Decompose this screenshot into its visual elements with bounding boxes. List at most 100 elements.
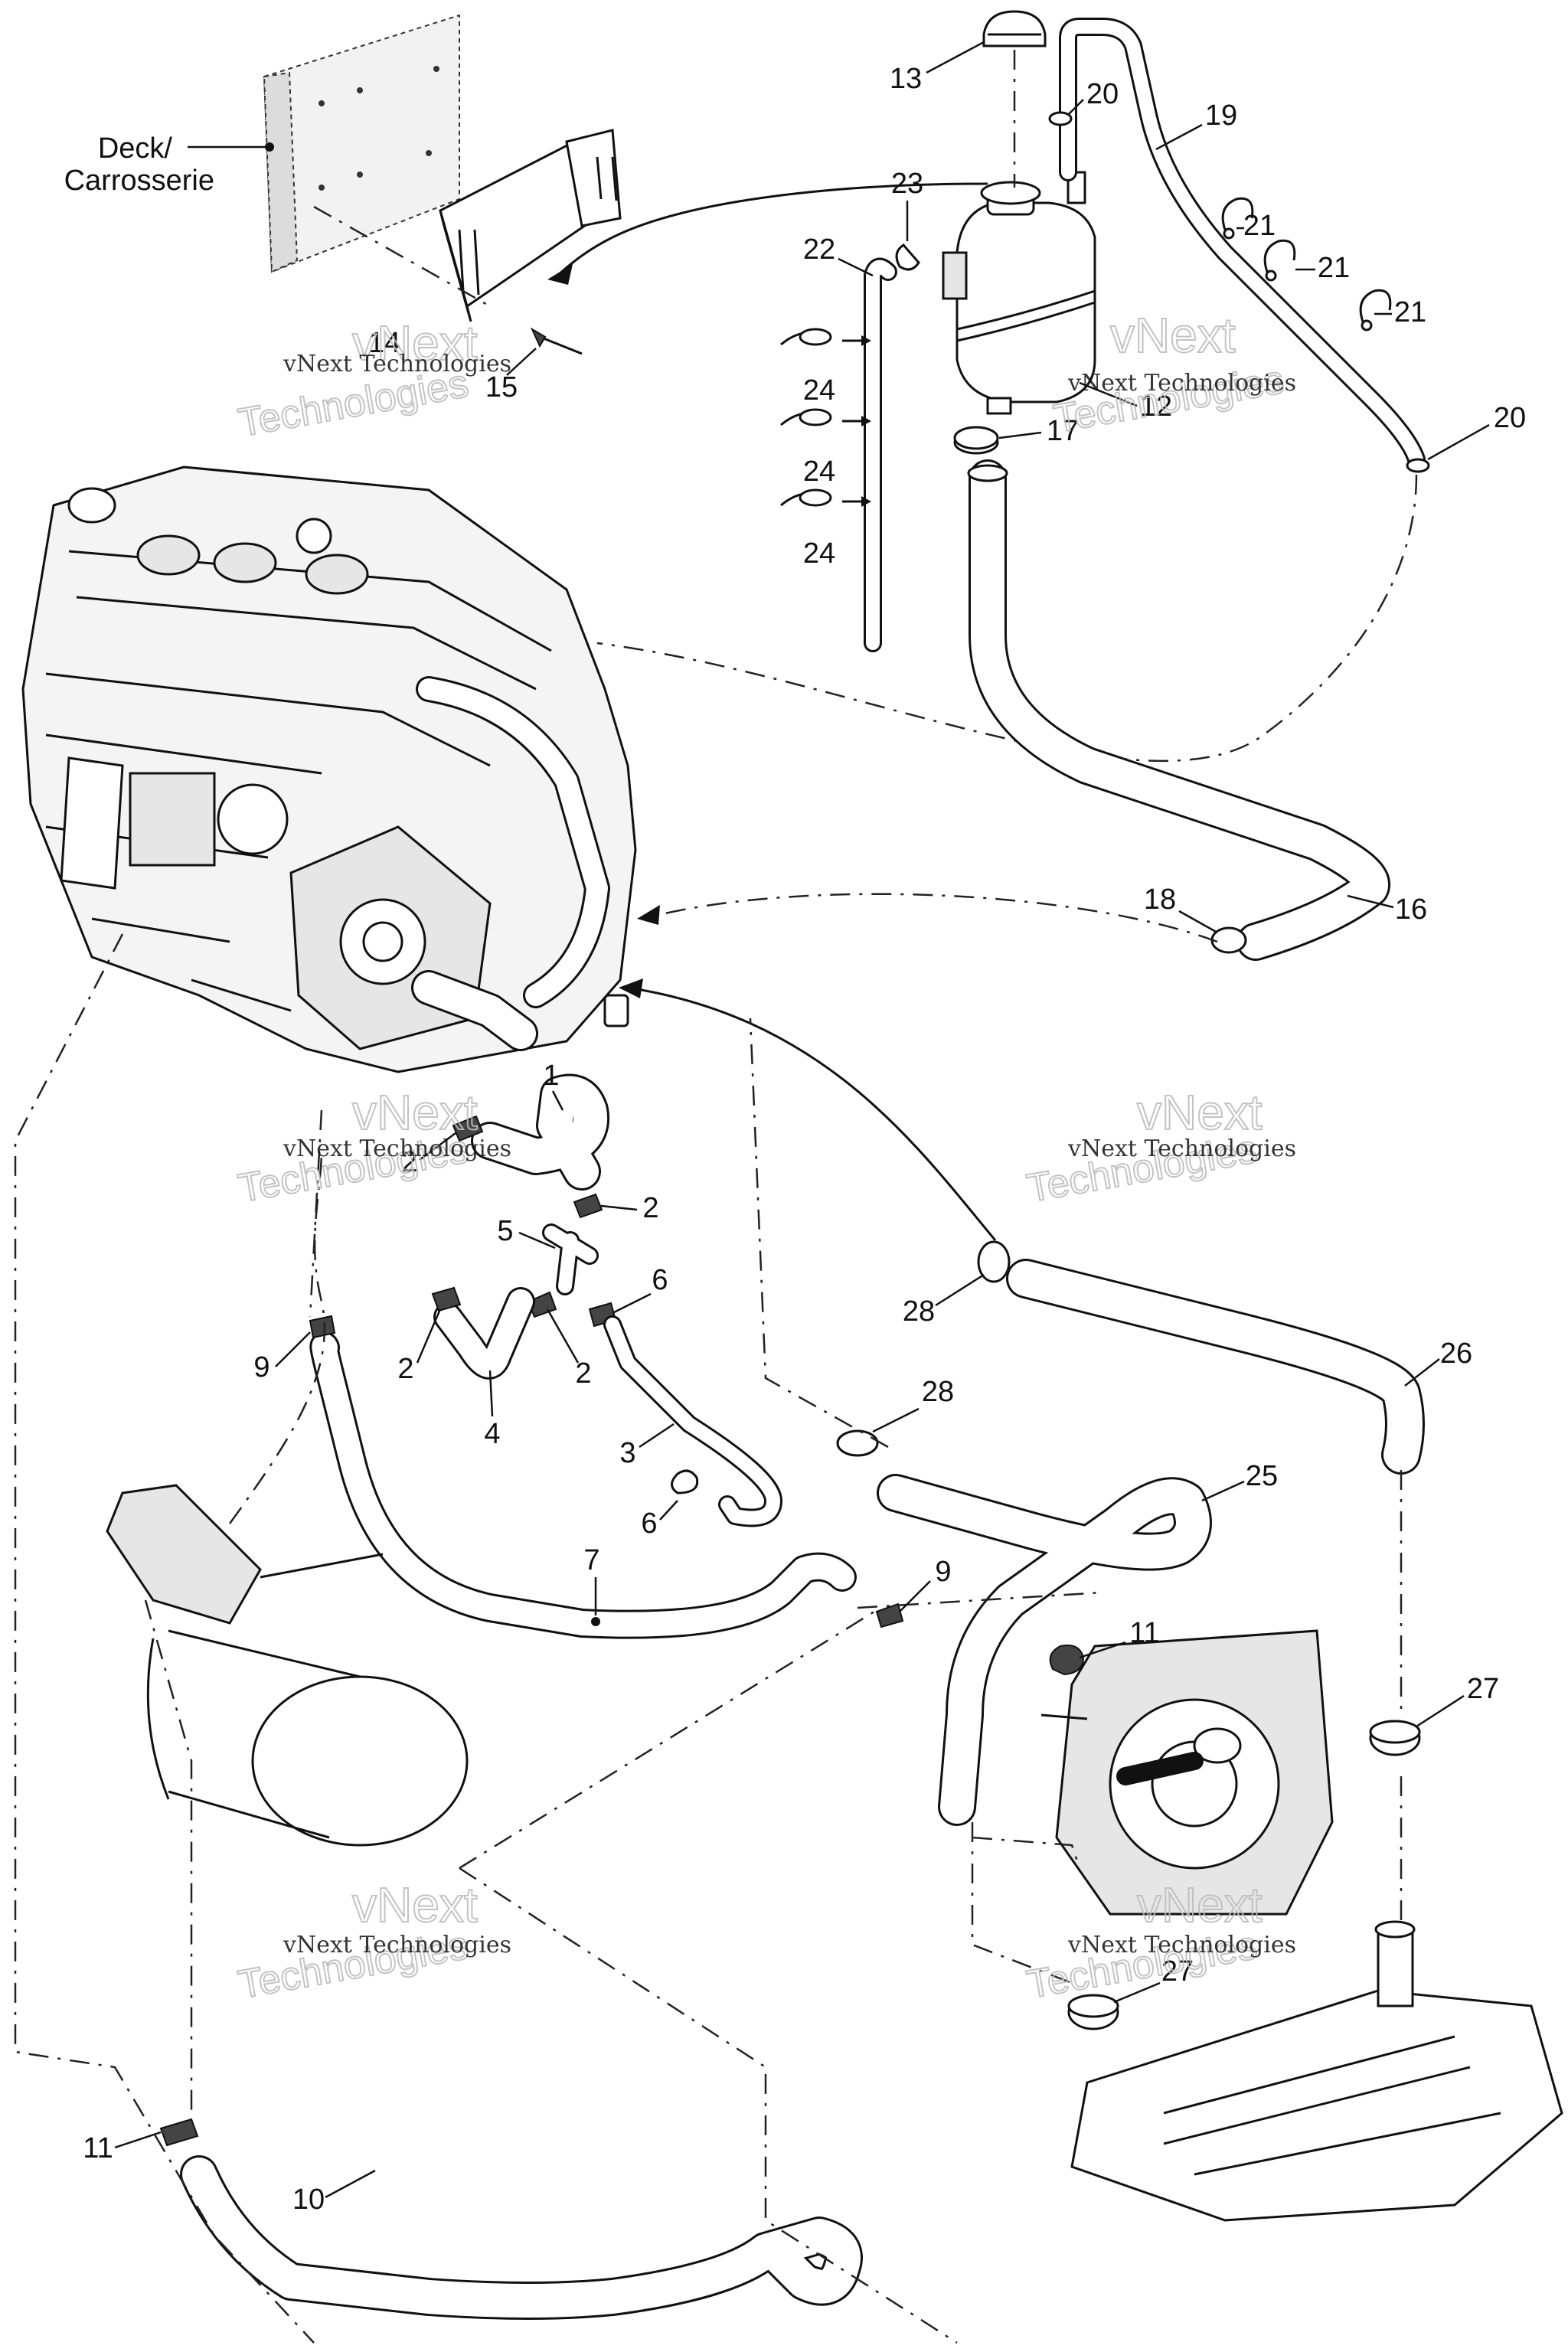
overflow-hose [1059, 18, 1426, 469]
callout-15: 15 [485, 371, 518, 403]
clamp-21-b [1263, 239, 1296, 282]
watermark-mid-left: vNext Technologies vNext Technologies [234, 1084, 511, 1212]
callout-18: 18 [1144, 884, 1176, 916]
callout-12: 12 [1140, 390, 1172, 423]
hose26-routing-line [627, 986, 997, 1241]
lower-routing-line [459, 1867, 958, 2344]
muffler-routing-line [228, 1148, 325, 1524]
tank-cap [982, 10, 1047, 47]
callout-14: 14 [368, 327, 400, 359]
pump-dash-line [972, 1836, 1081, 1869]
callout-9-a: 9 [253, 1351, 270, 1383]
callout-17: 17 [1047, 415, 1079, 447]
callout-28-b: 28 [922, 1376, 954, 1408]
clamp-9-a [309, 1315, 336, 1339]
hose7-routing-line [309, 1109, 323, 1318]
callout-16: 16 [1395, 893, 1427, 926]
callout-6-a: 6 [652, 1264, 668, 1296]
callout-1: 1 [543, 1060, 559, 1092]
clamp-21-c [1359, 289, 1392, 332]
ride-plate [1070, 1920, 1563, 2222]
deck-label-line2: Carrosserie [64, 165, 214, 197]
svg-text:vNext: vNext [352, 1877, 478, 1932]
supply-hose-16 [967, 459, 1390, 961]
clamp-6-b [671, 1469, 699, 1494]
callout-9-b: 9 [935, 1556, 951, 1588]
deck-label-line1: Deck/ [98, 132, 173, 165]
deck-panel [263, 14, 460, 273]
jet-pump [1040, 1629, 1334, 1916]
callout-25: 25 [1246, 1460, 1278, 1492]
svg-text:vNext: vNext [1137, 1877, 1263, 1932]
clamp-27-a [1369, 1720, 1421, 1756]
clamp-9-b [875, 1602, 904, 1628]
callout-27-b: 27 [1161, 1955, 1194, 1988]
hose-25 [877, 1474, 1212, 1826]
callout-26: 26 [1440, 1338, 1472, 1370]
callout-11-a: 11 [83, 2132, 113, 2164]
svg-text:vNext: vNext [352, 315, 478, 371]
arrow-head [547, 264, 573, 285]
callout-19: 19 [1205, 100, 1237, 132]
clamp-21-a [1221, 197, 1254, 240]
callout-27-a: 27 [1467, 1673, 1499, 1705]
callout-10: 10 [292, 2184, 325, 2216]
deck-label-group: Deck/ Carrosserie [64, 132, 274, 197]
callout-6-b: 6 [641, 1508, 657, 1540]
svg-text:vNext: vNext [352, 1085, 478, 1140]
deck-alignment-line [313, 205, 491, 308]
clamp-2-a [452, 1115, 484, 1142]
muffler-hose-line [144, 1599, 193, 2113]
clamp-11-b [159, 2118, 199, 2147]
hose-7 [309, 1331, 857, 1639]
callout-22: 22 [803, 234, 835, 266]
callout-21-b: 21 [1318, 252, 1350, 284]
elbow-hose-4 [433, 1287, 535, 1380]
svg-text:vNext Technologies: vNext Technologies [1067, 1932, 1296, 1958]
overflow-routing-line [596, 474, 1418, 763]
callout-24-a: 24 [803, 374, 835, 407]
engine [21, 466, 637, 1073]
callout-5: 5 [497, 1215, 513, 1247]
clamp-28-a [977, 1240, 1011, 1283]
callout-11-b: 11 [1129, 1617, 1159, 1649]
clamp-23 [895, 243, 920, 271]
clamp-20-bottom [1406, 458, 1430, 473]
hose-1 [471, 1073, 610, 1191]
t-fitting-5 [542, 1223, 599, 1295]
callout-20-b: 20 [1494, 402, 1526, 434]
watermark-low-right: vNext Technologies vNext Technologies [1023, 1877, 1296, 2008]
clamp-20-top [1048, 111, 1073, 126]
callouts: 1 2 2 2 2 3 4 5 6 6 7 9 9 10 11 11 12 13 [83, 41, 1526, 2216]
arrow-head [637, 905, 660, 925]
clamp-27-b [1067, 1994, 1119, 2030]
clamp-11-a [1049, 1645, 1085, 1676]
svg-text:vNext Technologies: vNext Technologies [283, 1932, 511, 1958]
callout-4: 4 [484, 1418, 500, 1450]
callout-24-c: 24 [803, 537, 835, 570]
tank-bracket [439, 129, 622, 322]
callout-28-a: 28 [903, 1295, 935, 1328]
callout-2-c: 2 [397, 1353, 413, 1385]
hose-26 [1006, 1259, 1425, 1475]
hose-3 [603, 1315, 782, 1527]
callout-3: 3 [619, 1437, 635, 1469]
clamp-2-d [431, 1286, 462, 1312]
muffler [106, 1484, 469, 1847]
svg-text:vNext Technologies: vNext Technologies [1067, 1135, 1296, 1162]
callout-23: 23 [891, 168, 923, 200]
pump-diagonal-line [459, 1606, 881, 1870]
callout-2-d: 2 [575, 1357, 591, 1390]
hose25-routing-line [749, 1018, 889, 1449]
callout-2-a: 2 [401, 1146, 417, 1178]
callout-21-c: 21 [1394, 296, 1426, 328]
hose-10 [180, 2155, 863, 2320]
callout-24-b: 24 [803, 456, 835, 488]
bracket-arrow-line [558, 182, 988, 276]
callout-21-a: 21 [1243, 210, 1276, 242]
clamp-24-a [780, 328, 871, 346]
clamp-2-b [573, 1193, 603, 1219]
watermark-low-left: vNext Technologies vNext Technologies [234, 1877, 511, 2008]
supply-routing-line [658, 893, 1218, 943]
